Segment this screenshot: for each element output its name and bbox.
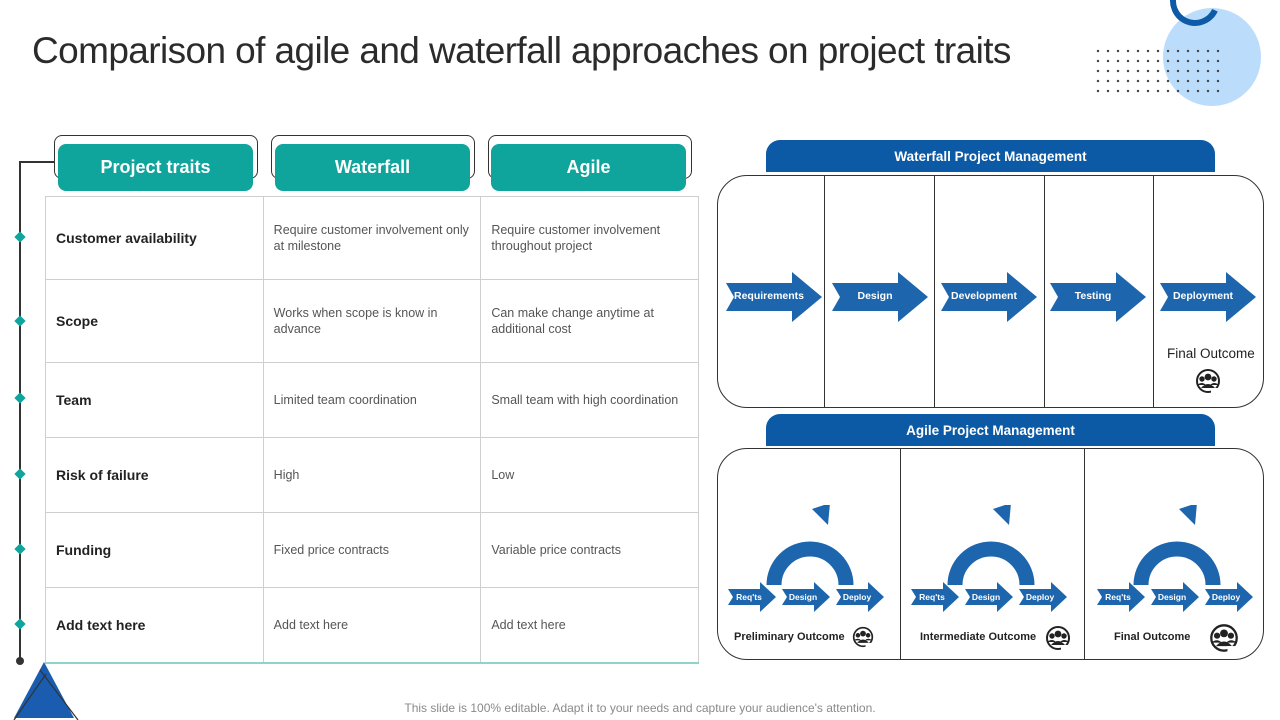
step-label: Deploy — [1211, 592, 1241, 602]
step-arrow-testing: Testing — [1050, 272, 1146, 322]
outcome-label: Intermediate Outcome — [920, 631, 1037, 643]
step-arrow-design: Design — [1151, 582, 1199, 617]
timeline-marker — [14, 392, 26, 404]
people-group-icon — [1196, 369, 1221, 394]
outcome-label: Preliminary Outcome — [734, 631, 845, 643]
waterfall-cell: High — [262, 437, 482, 513]
cycle-label-left: Text — [1133, 534, 1147, 552]
step-label: Deployment — [1172, 290, 1234, 302]
step-arrow-reqts: Req'ts — [911, 582, 959, 617]
step-arrow-design: Design — [782, 582, 830, 617]
footer-note: This slide is 100% editable. Adapt it to… — [404, 701, 876, 715]
trait-cell: Team — [45, 362, 264, 438]
people-group-icon — [1210, 624, 1239, 653]
step-arrow-development: Development — [941, 272, 1037, 322]
waterfall-cell: Add text here — [262, 587, 482, 664]
step-label: Design — [971, 592, 1001, 602]
step-label: Requirements — [733, 290, 805, 302]
step-arrow-design: Design — [965, 582, 1013, 617]
agile-cell: Require customer involvement throughout … — [480, 196, 699, 280]
table-row: Add text here Add text here Add text her… — [45, 587, 699, 664]
timeline-marker — [14, 543, 26, 555]
agile-panel: Text Develop Req'ts Design Deploy Prelim… — [717, 448, 1264, 660]
table-row: Scope Works when scope is know in advanc… — [45, 279, 699, 363]
agile-cell: Add text here — [480, 587, 699, 664]
final-outcome-label: Final Outcome — [1167, 346, 1255, 361]
timeline-marker — [14, 618, 26, 630]
step-label: Design — [788, 592, 818, 602]
header-project-traits: Project traits — [58, 144, 253, 191]
people-group-icon — [1046, 626, 1071, 651]
waterfall-cell: Fixed price contracts — [262, 512, 482, 588]
waterfall-cell: Works when scope is know in advance — [262, 279, 482, 363]
agile-cell: Low — [480, 437, 699, 513]
agile-cycle-arrow: Text Develop — [947, 505, 1039, 586]
divider — [824, 176, 825, 407]
timeline-end-dot — [16, 657, 24, 665]
timeline-marker — [14, 315, 26, 327]
timeline-connector — [19, 161, 55, 163]
trait-cell: Funding — [45, 512, 264, 588]
step-label: Req'ts — [1105, 592, 1131, 602]
step-arrow-design: Design — [832, 272, 928, 322]
outcome-label: Final Outcome — [1114, 631, 1191, 643]
waterfall-panel: Requirements Design Development Testing … — [717, 175, 1264, 408]
step-arrow-reqts: Req'ts — [728, 582, 776, 617]
table-row: Funding Fixed price contracts Variable p… — [45, 512, 699, 588]
trait-cell: Customer availability — [45, 196, 264, 280]
agile-cell: Can make change anytime at additional co… — [480, 279, 699, 363]
divider — [1153, 176, 1154, 407]
slide-title: Comparison of agile and waterfall approa… — [32, 30, 1011, 71]
cycle-label-right: Develop — [1204, 524, 1225, 554]
cycle-label-left: Text — [766, 534, 780, 552]
decorative-triangle — [13, 662, 79, 720]
agile-cycle-arrow: Text Develop — [1133, 505, 1225, 586]
step-arrow-deploy: Deploy — [1019, 582, 1067, 617]
agile-cell: Variable price contracts — [480, 512, 699, 588]
cycle-label-right: Develop — [837, 524, 858, 554]
cycle-label-left: Text — [947, 534, 961, 552]
step-label: Req'ts — [919, 592, 945, 602]
timeline-marker — [14, 231, 26, 243]
step-label: Design — [1157, 592, 1187, 602]
step-arrow-deployment: Deployment — [1160, 272, 1256, 322]
step-label: Testing — [1074, 290, 1112, 302]
step-label: Deploy — [842, 592, 872, 602]
step-label: Design — [857, 290, 893, 302]
step-label: Development — [951, 290, 1017, 302]
table-row: Risk of failure High Low — [45, 437, 699, 513]
agile-cell: Small team with high coordination — [480, 362, 699, 438]
table-row: Team Limited team coordination Small tea… — [45, 362, 699, 438]
comparison-table: Customer availability Require customer i… — [45, 196, 699, 664]
waterfall-cell: Require customer involvement only at mil… — [262, 196, 482, 280]
step-arrow-deploy: Deploy — [1205, 582, 1253, 617]
waterfall-panel-title: Waterfall Project Management — [766, 140, 1215, 172]
divider — [1084, 449, 1085, 659]
timeline-line — [19, 162, 21, 660]
header-waterfall: Waterfall — [275, 144, 470, 191]
trait-cell: Add text here — [45, 587, 264, 664]
cycle-label-right: Develop — [1018, 524, 1039, 554]
table-row: Customer availability Require customer i… — [45, 196, 699, 280]
header-agile: Agile — [491, 144, 686, 191]
trait-cell: Risk of failure — [45, 437, 264, 513]
timeline-marker — [14, 468, 26, 480]
waterfall-cell: Limited team coordination — [262, 362, 482, 438]
step-arrow-reqts: Req'ts — [1097, 582, 1145, 617]
step-arrow-deploy: Deploy — [836, 582, 884, 617]
step-label: Deploy — [1025, 592, 1055, 602]
trait-cell: Scope — [45, 279, 264, 363]
divider — [934, 176, 935, 407]
agile-cycle-arrow: Text Develop — [766, 505, 858, 586]
step-arrow-requirements: Requirements — [726, 272, 822, 322]
step-label: Req'ts — [736, 592, 762, 602]
people-group-icon — [852, 626, 874, 648]
divider — [1044, 176, 1045, 407]
decorative-dot-grid — [1093, 46, 1223, 98]
divider — [900, 449, 901, 659]
agile-panel-title: Agile Project Management — [766, 414, 1215, 446]
